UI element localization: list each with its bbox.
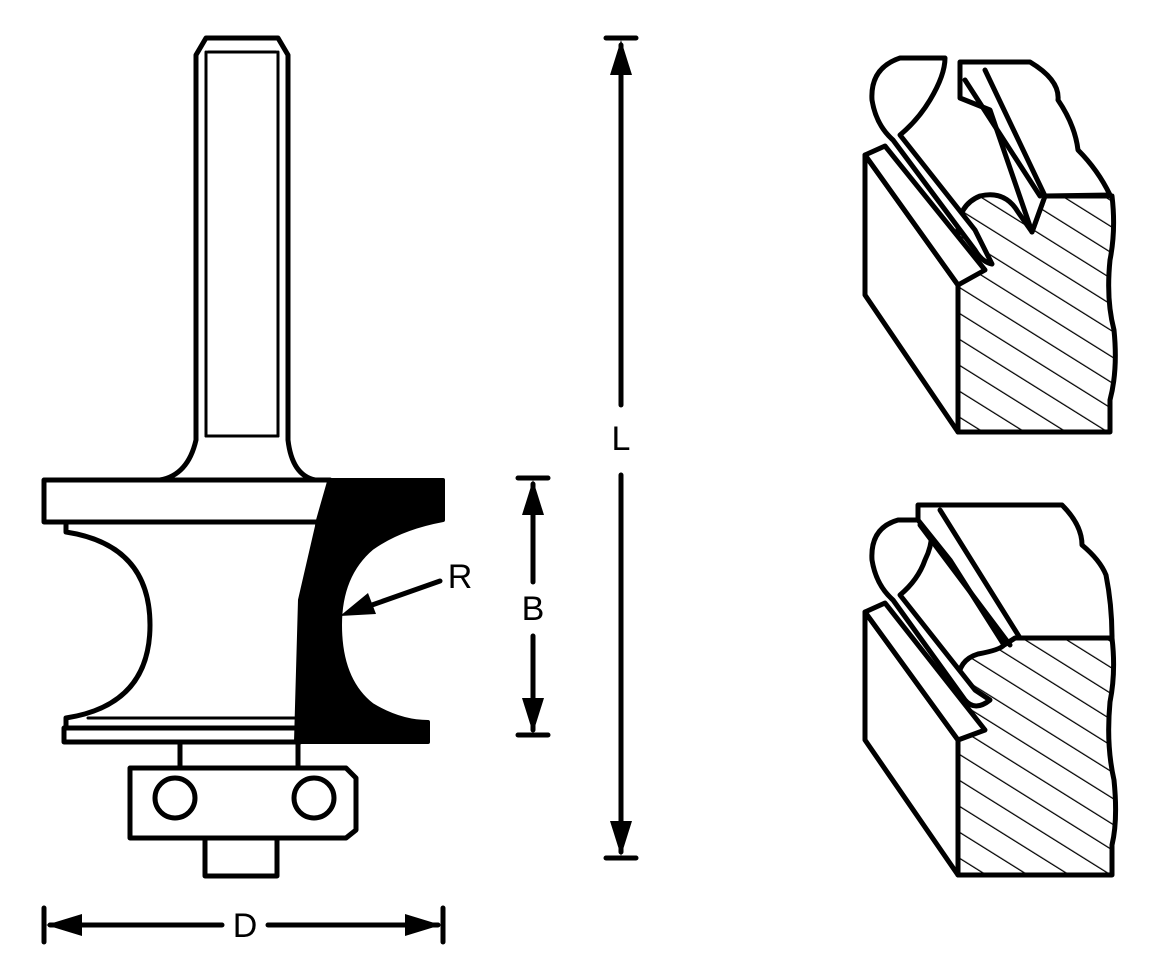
top-flange [41, 477, 333, 525]
arrow-head [405, 914, 441, 936]
lower-lip-top [862, 143, 988, 288]
arrow-head [340, 593, 376, 616]
arrow-head [610, 40, 632, 75]
end-grain-bottom [955, 635, 1119, 878]
shank [157, 35, 318, 483]
shoulder-bottom [915, 502, 1115, 648]
shoulder-top [957, 59, 1113, 235]
cutter-body [63, 519, 321, 731]
arrow-head [46, 914, 82, 936]
label-b: B [522, 590, 545, 628]
bead-top [869, 55, 995, 267]
bottom-pin [202, 835, 280, 879]
bearing-hole-left [152, 775, 198, 821]
lower-lip-bottom [862, 600, 988, 743]
arrow-head [522, 480, 544, 515]
bead-bottom [869, 517, 993, 709]
label-r: R [448, 558, 473, 596]
dimension-d: D [41, 905, 446, 945]
profile-top [862, 55, 1118, 435]
bearing-post [177, 739, 301, 771]
bearing-hole-right [291, 775, 337, 821]
dimension-b: B [515, 475, 551, 738]
dimension-r: R [340, 558, 472, 616]
router-bit [41, 35, 445, 879]
arrow-head [610, 821, 632, 856]
profile-bottom [862, 502, 1119, 878]
arrow-head [522, 698, 544, 733]
end-grain-top [955, 192, 1118, 435]
dimension-l: L [603, 35, 639, 861]
label-l: L [612, 420, 631, 458]
label-d: D [233, 907, 258, 945]
carbide-blade [294, 478, 445, 744]
